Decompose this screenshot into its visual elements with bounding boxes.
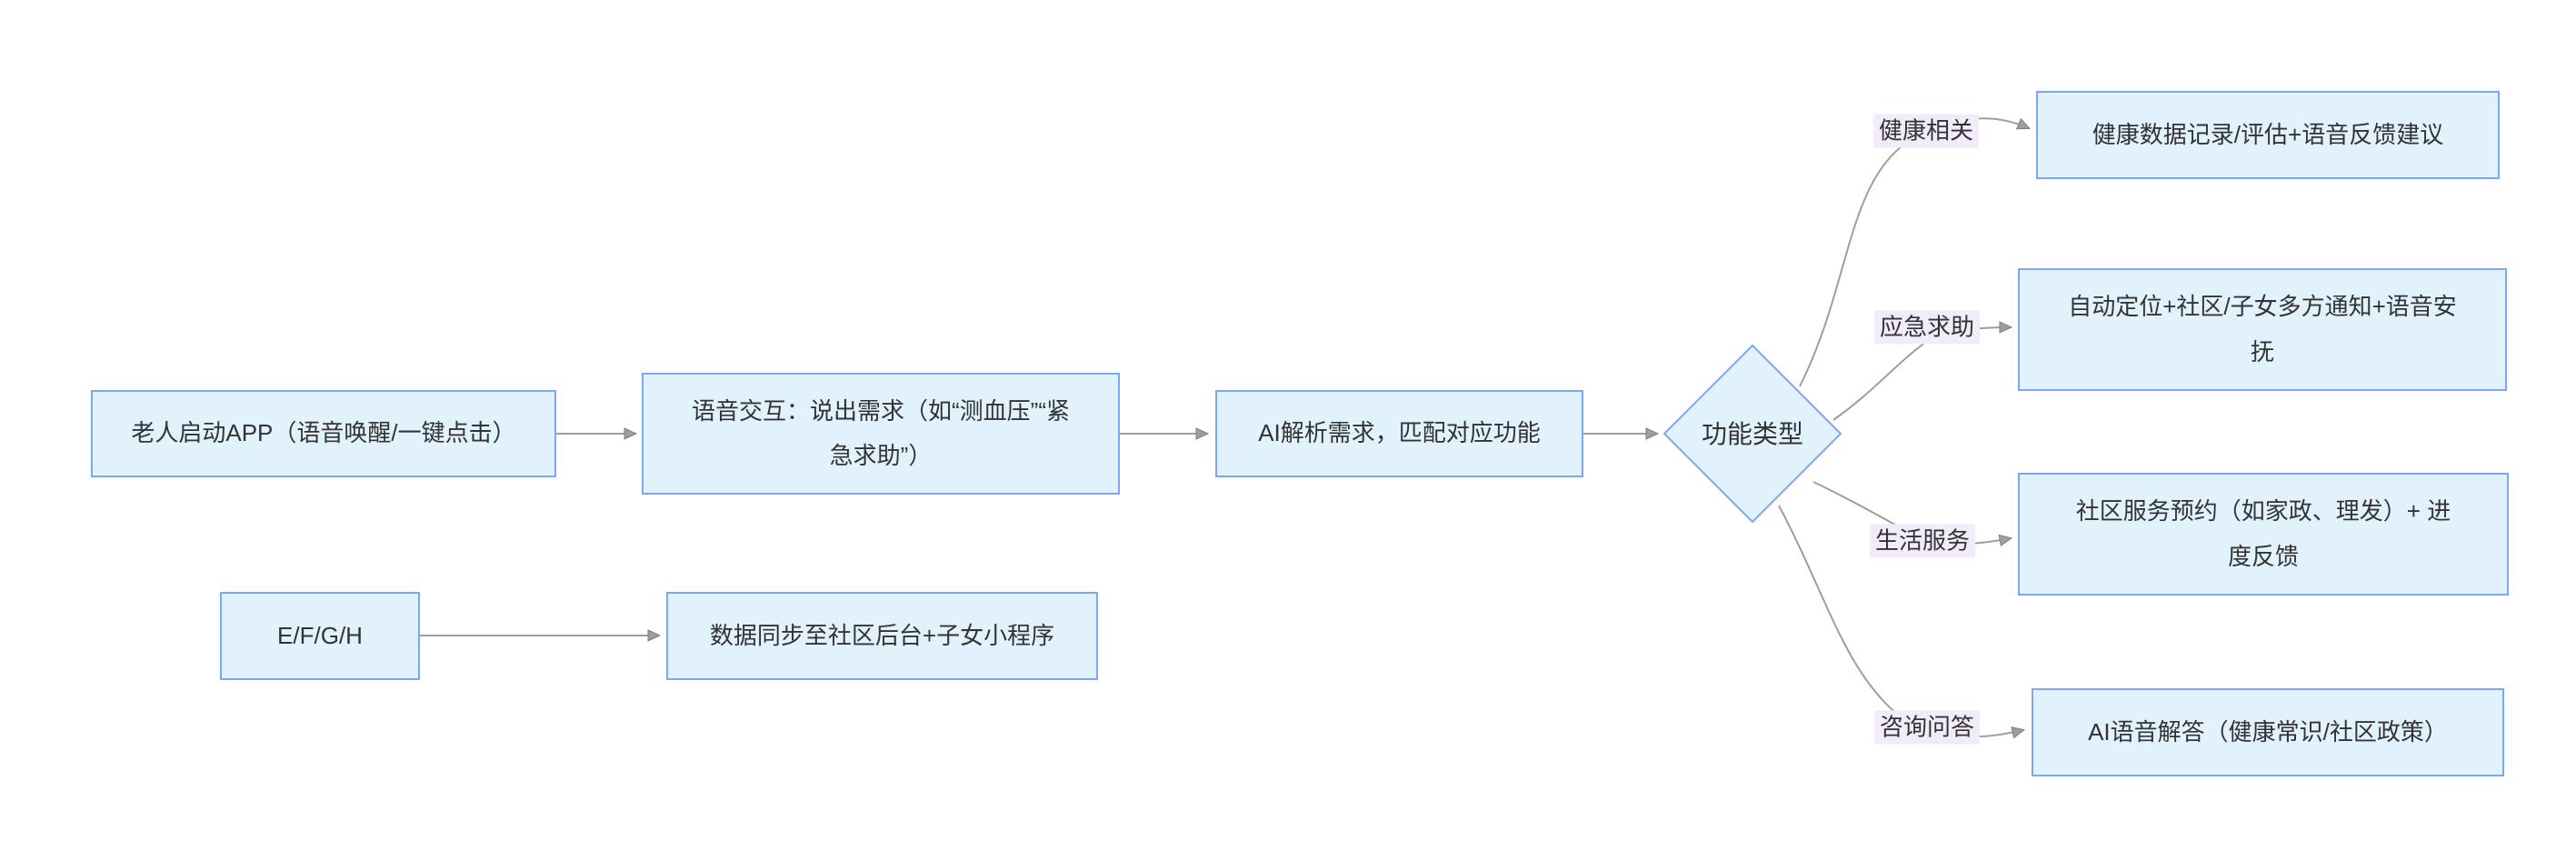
node-data-sync: 数据同步至社区后台+子女小程序 (666, 592, 1098, 680)
node-voice-interaction-label: 语音交互：说出需求（如“测血压”“紧急求助”） (692, 396, 1070, 469)
node-efgh-label: E/F/G/H (277, 621, 363, 649)
node-health-result: 健康数据记录/评估+语音反馈建议 (2036, 91, 2500, 179)
node-start-app-label: 老人启动APP（语音唤醒/一键点击） (131, 419, 516, 447)
edge-label-consult: 咨询问答 (1873, 710, 1981, 745)
decision-diamond-shape (1662, 344, 1842, 524)
node-efgh: E/F/G/H (220, 592, 420, 680)
node-life-service-result: 社区服务预约（如家政、理发）+ 进度反馈 (2018, 473, 2509, 596)
node-ai-parse-label: AI解析需求，匹配对应功能 (1258, 419, 1541, 447)
edge-label-emergency: 应急求助 (1873, 310, 1981, 345)
node-voice-interaction: 语音交互：说出需求（如“测血压”“紧急求助”） (642, 373, 1120, 495)
edge-decision-to-consult (1778, 505, 2026, 739)
node-consult-result: AI语音解答（健康常识/社区政策） (2032, 688, 2504, 776)
node-life-service-result-label: 社区服务预约（如家政、理发）+ 进度反馈 (2075, 497, 2451, 570)
node-start-app: 老人启动APP（语音唤醒/一键点击） (91, 390, 556, 477)
node-health-result-label: 健康数据记录/评估+语音反馈建议 (2092, 120, 2444, 148)
node-consult-result-label: AI语音解答（健康常识/社区政策） (2088, 717, 2448, 746)
node-emergency-result-label: 自动定位+社区/子女多方通知+语音安抚 (2068, 293, 2457, 365)
node-ai-parse: AI解析需求，匹配对应功能 (1215, 390, 1583, 477)
edge-decision-to-health (1799, 117, 2032, 387)
edge-label-health: 健康相关 (1872, 114, 1980, 148)
node-data-sync-label: 数据同步至社区后台+子女小程序 (709, 621, 1055, 649)
node-emergency-result: 自动定位+社区/子女多方通知+语音安抚 (2018, 268, 2507, 391)
edge-label-life: 生活服务 (1869, 524, 1976, 558)
